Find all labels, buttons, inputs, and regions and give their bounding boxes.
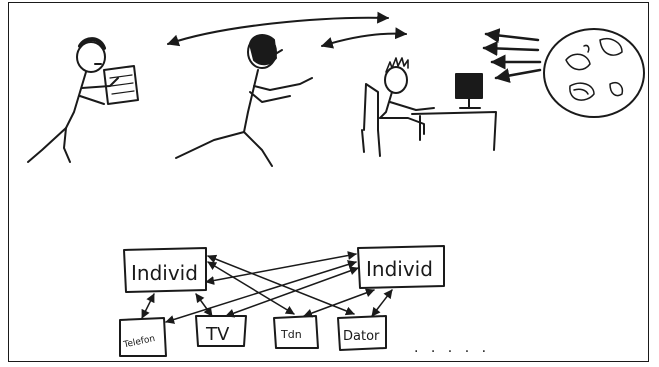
tdn-label: Tdn	[280, 328, 302, 341]
stick-figure-with-phone	[175, 34, 313, 167]
globe-icon	[543, 28, 645, 118]
desk	[411, 111, 497, 151]
letter-icon	[103, 65, 139, 105]
dator-label: Dator	[343, 329, 380, 344]
communication-arrows	[166, 11, 542, 83]
tv-label: TV	[205, 324, 230, 345]
stick-figure-with-letter	[27, 37, 139, 163]
monitor-icon	[455, 73, 483, 109]
stick-figure-at-computer	[361, 57, 497, 157]
ellipsis-label: . . . . .	[414, 340, 490, 356]
individ-label-left: Individ	[131, 261, 198, 285]
individ-label-right: Individ	[366, 257, 433, 281]
individ-box-right	[357, 245, 445, 289]
network-arrows	[141, 251, 393, 324]
telephone-label: Telefon	[122, 334, 156, 351]
